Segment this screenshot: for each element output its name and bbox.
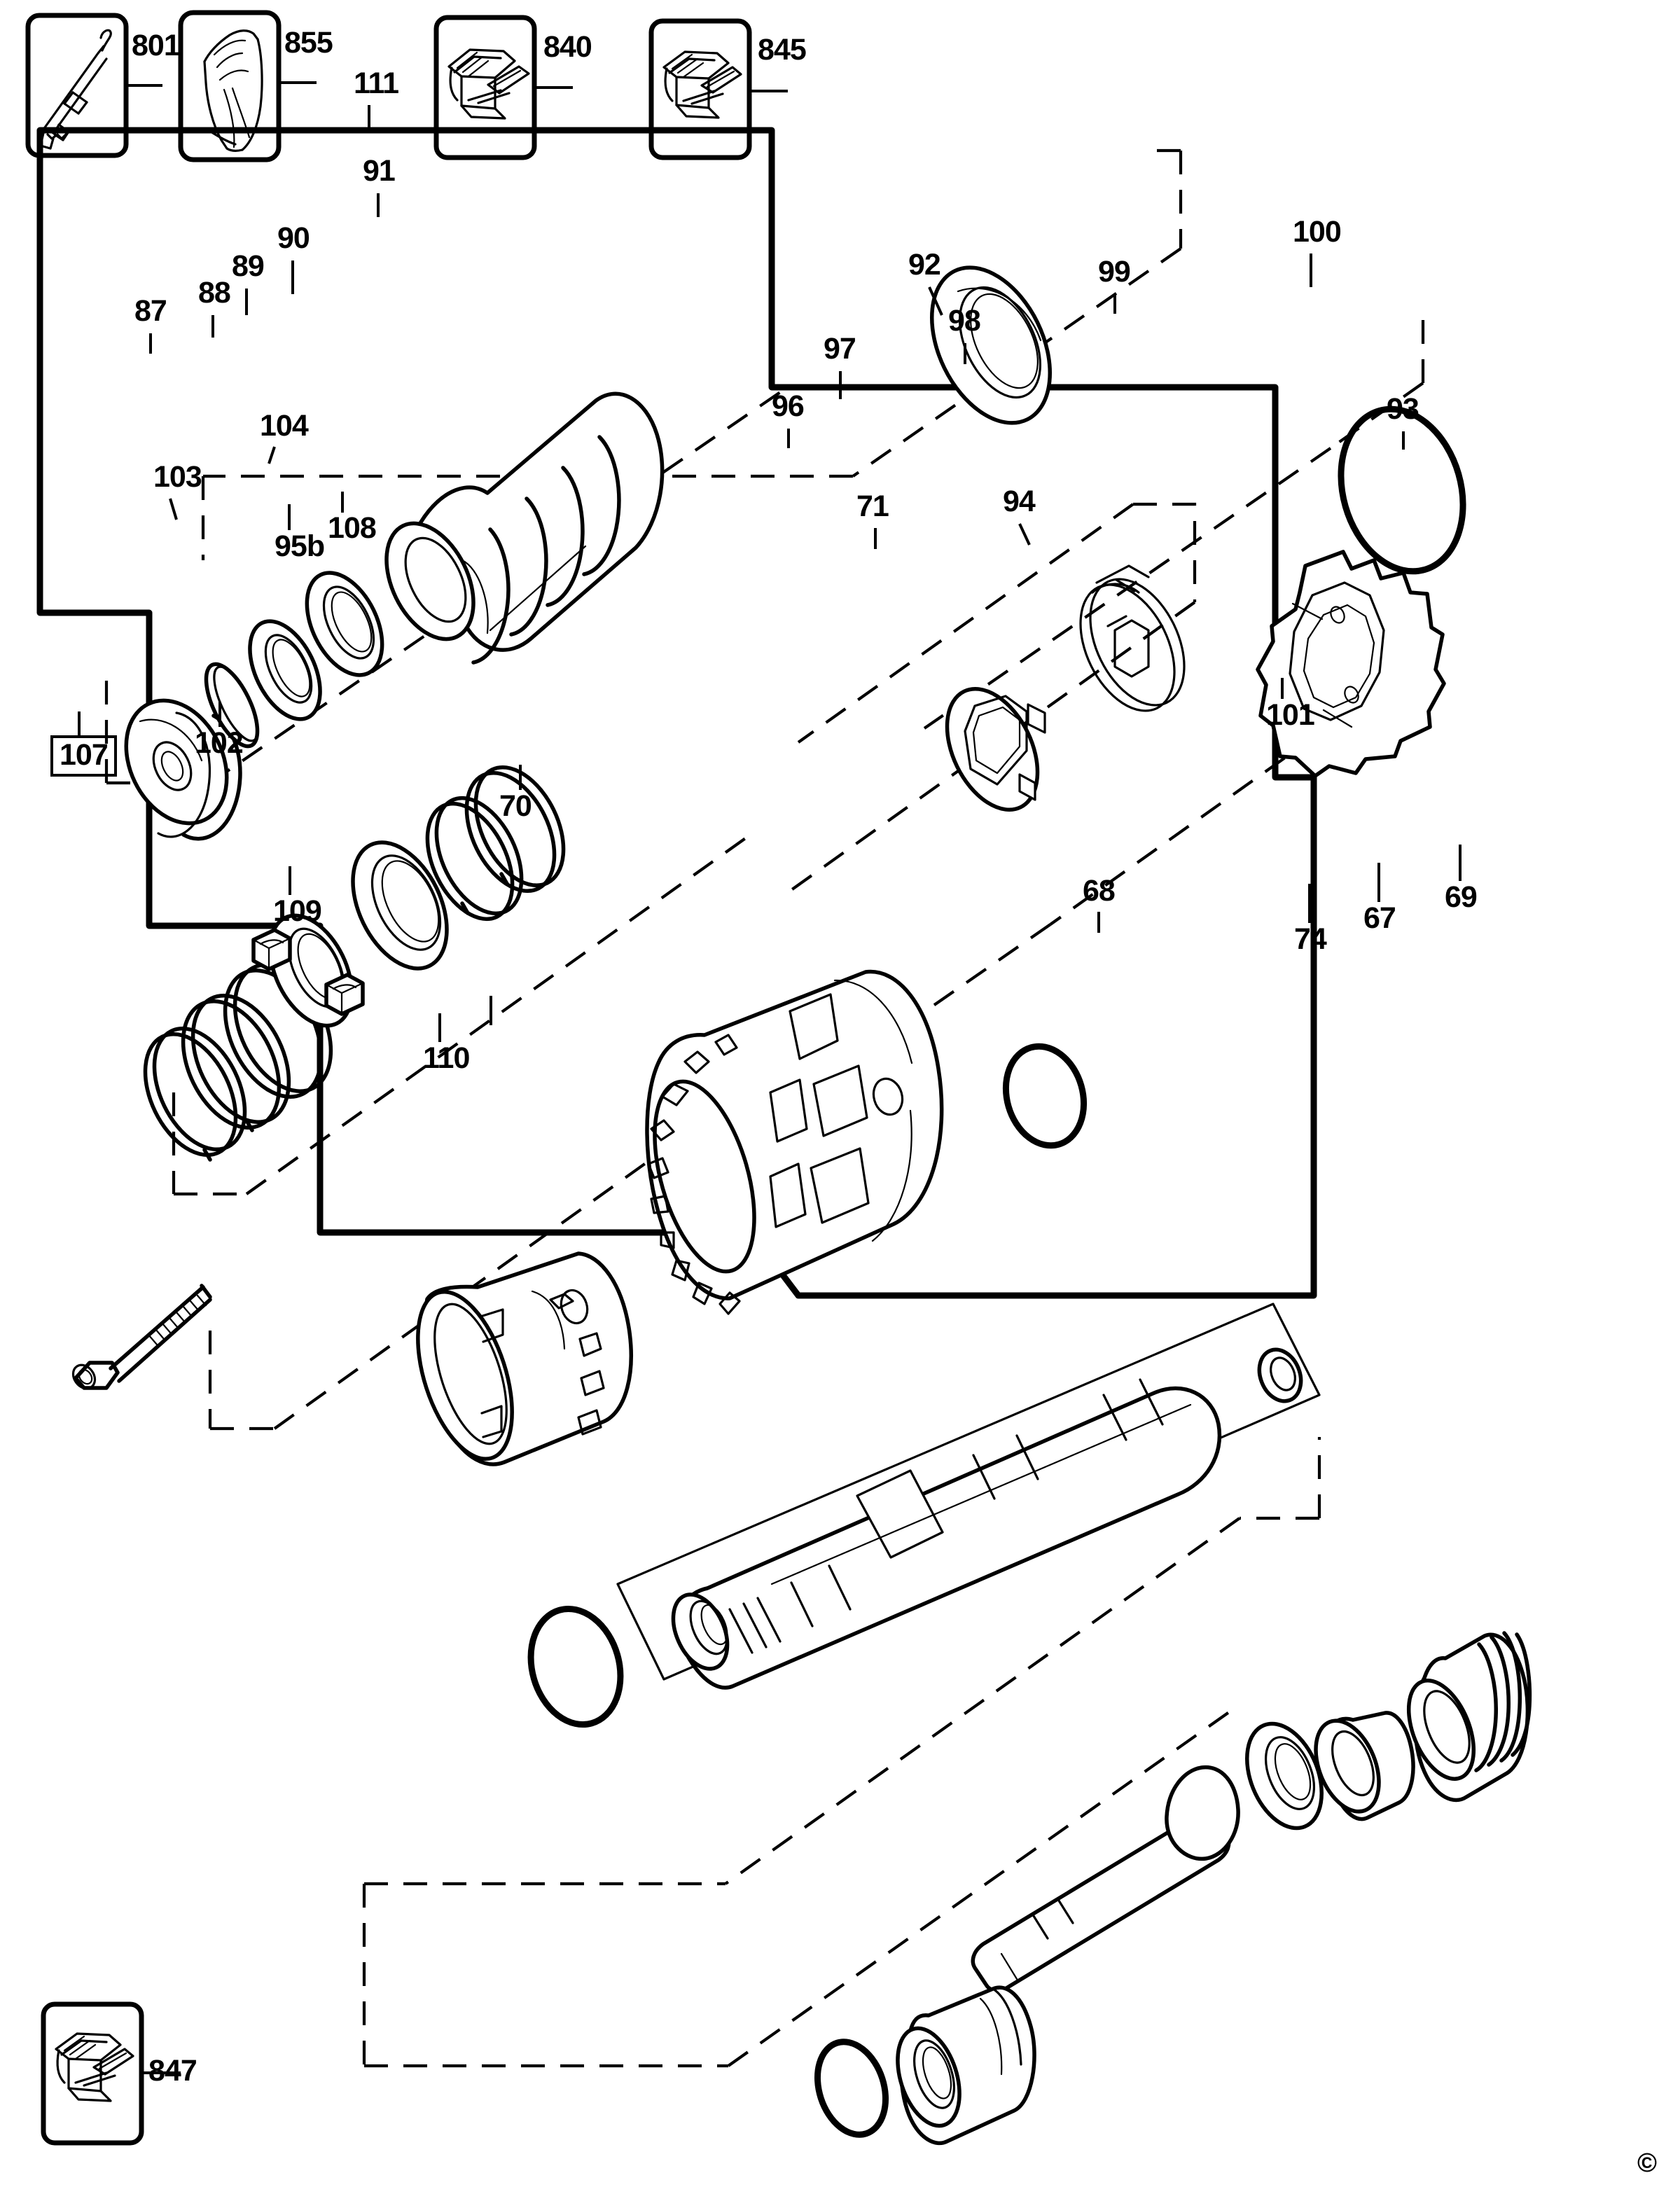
part-104-o-ring-large <box>1338 405 1466 575</box>
part-label-111: 111 <box>354 67 399 100</box>
part-label-67: 68 <box>1083 874 1116 908</box>
part-label-107: 70 <box>499 789 532 823</box>
part-label-98: 98 <box>948 304 981 338</box>
part-label-90: 90 <box>277 221 310 255</box>
part-69-collar <box>1314 1711 1415 1821</box>
part-label-97: 97 <box>824 332 856 366</box>
part-label-109: 110 <box>423 1041 470 1075</box>
part-label-95-lower: 108 <box>328 511 377 545</box>
part-67-shaft-pin <box>971 1765 1240 1993</box>
part-label-108: 101 <box>1266 698 1315 732</box>
part-90-ring <box>305 571 384 677</box>
part-108-small-ring <box>1257 1347 1303 1403</box>
part-98-hex-ring <box>945 686 1046 812</box>
part-91-ribbed-sleeve <box>384 391 665 665</box>
part-71-o-ring <box>1002 1043 1088 1149</box>
part-label-96: 96 <box>772 389 805 423</box>
part-109-o-ring <box>814 2039 889 2138</box>
part-label-102: 107 <box>50 735 117 777</box>
part-label-840: 840 <box>543 30 592 64</box>
part-95-key-block-upper <box>251 928 292 971</box>
part-89-seal-ring <box>248 619 322 721</box>
part-70-ribbed-sleeve <box>1406 1631 1532 1803</box>
part-label-94: 95b <box>275 529 325 563</box>
dashed-group-lower <box>362 1437 1321 2068</box>
part-97-snap-ring-stack <box>425 765 566 922</box>
part-107-spindle <box>616 1303 1321 1690</box>
leader-lines <box>78 193 1462 1042</box>
part-88-washer <box>204 662 260 749</box>
icon-box-845 <box>648 18 788 160</box>
part-label-101: 102 <box>195 726 244 760</box>
part-label-801: 801 <box>132 29 181 62</box>
part-label-104: 93 <box>1387 392 1419 426</box>
part-102-bolt <box>71 1284 212 1390</box>
copyright-mark: © <box>1637 2148 1657 2178</box>
part-label-69: 67 <box>1363 901 1396 935</box>
part-label-74: 109 <box>273 894 322 928</box>
part-label-103: 71 <box>856 489 889 523</box>
part-101-bushing-sleeve <box>416 1251 633 1466</box>
part-label-68: 74 <box>1294 922 1327 956</box>
part-label-845: 845 <box>758 33 807 67</box>
part-label-88: 88 <box>198 276 231 310</box>
icon-box-855 <box>178 10 317 162</box>
part-95-key-block-lower <box>324 973 365 1016</box>
part-100-lock-ring <box>1256 550 1446 778</box>
part-96-seal-ring <box>351 840 449 971</box>
part-label-71: 94 <box>1003 485 1036 518</box>
part-92-seal-ring <box>929 265 1053 425</box>
part-68-bearing <box>1245 1721 1324 1831</box>
part-74-o-ring <box>527 1605 624 1728</box>
icon-box-801 <box>25 13 162 158</box>
part-110-bearing-cup <box>896 1985 1036 2146</box>
part-label-93: 103 <box>153 460 202 494</box>
part-label-95-upper: 104 <box>260 409 309 443</box>
part-99-wire-clip <box>1079 564 1186 712</box>
part-label-847: 847 <box>148 2054 197 2088</box>
part-103-clutch-housing <box>645 969 944 1315</box>
part-label-70: 69 <box>1445 880 1478 914</box>
part-label-855: 855 <box>284 26 333 60</box>
part-label-89: 89 <box>232 249 265 283</box>
part-label-92: 92 <box>908 248 941 282</box>
part-label-91: 91 <box>363 154 396 188</box>
part-label-87: 87 <box>134 294 167 328</box>
part-label-100: 100 <box>1293 215 1342 249</box>
part-label-99: 99 <box>1098 255 1131 289</box>
icon-box-847 <box>41 2001 181 2146</box>
icon-box-840 <box>433 15 573 160</box>
